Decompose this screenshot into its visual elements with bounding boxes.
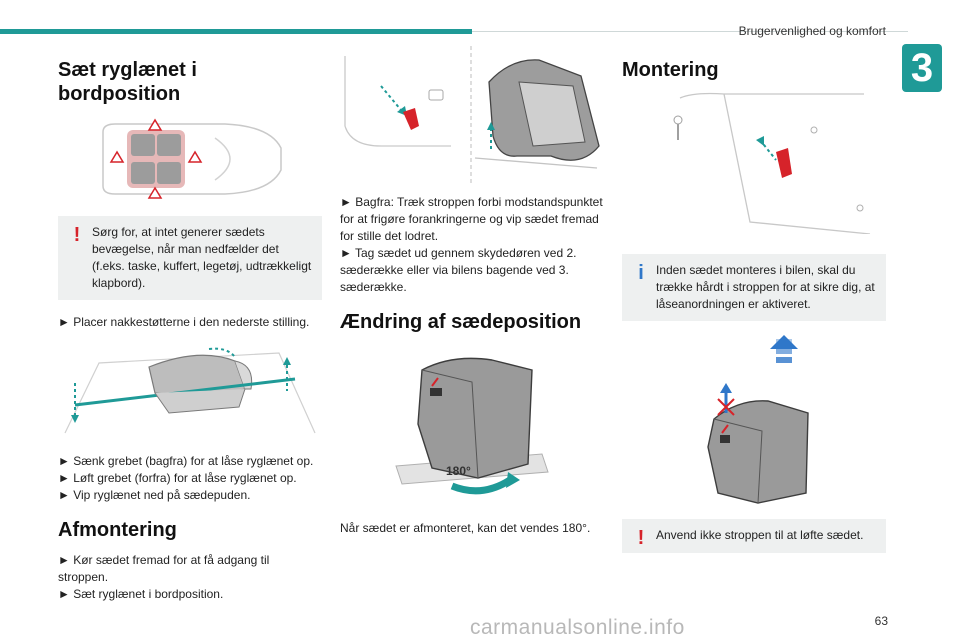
exclamation-icon: ! — [73, 224, 81, 246]
running-header: Brugervenlighed og komfort — [738, 24, 886, 38]
info-icon: i — [638, 262, 644, 284]
section-title-removal: Afmontering — [58, 519, 177, 541]
step-pull-strap: ► Bagfra: Træk stroppen forbi modstandsp… — [340, 195, 603, 243]
step-raise-lever: ► Løft grebet (forfra) for at låse ryglæ… — [58, 471, 297, 485]
mounting-strap-illustration — [673, 92, 871, 234]
column-1: Sæt ryglænet i bordposition ! Sørg for, … — [58, 56, 322, 603]
chapter-tab: 3 — [902, 44, 942, 92]
warning-text: Sørg for, at intet generer sædets bevæge… — [92, 225, 312, 290]
rotation-label: 180° — [446, 464, 471, 478]
step-table-position: ► Sæt ryglænet i bordposition. — [58, 587, 224, 601]
exclamation-icon: ! — [637, 527, 645, 549]
section-title-mounting: Montering — [622, 59, 719, 81]
section-title-change-position: Ændring af sædeposition — [340, 311, 582, 333]
rotate-note: Når sædet er afmonteret, kan det vendes … — [340, 521, 591, 535]
seat-layout-illustration — [102, 118, 282, 199]
info-box-check-lock: i Inden sædet monteres i bilen, skal du … — [622, 254, 886, 321]
rotate-seat-illustration: 180° — [392, 348, 552, 508]
step-tilt-backrest: ► Vip ryglænet ned på sædepuden. — [58, 488, 251, 502]
column-2: ► Bagfra: Træk stroppen forbi modstandsp… — [340, 46, 604, 537]
step-lower-lever: ► Sænk grebet (bagfra) for at låse ryglæ… — [58, 454, 314, 468]
seat-fold-illustration — [64, 347, 316, 434]
header-thin-rule — [472, 31, 908, 32]
watermark: carmanualsonline.info — [470, 616, 685, 639]
warning-box-lift: ! Anvend ikke stroppen til at løfte sæde… — [622, 519, 886, 553]
mounting-seat-illustration — [707, 335, 809, 504]
seat-strap-illustration — [344, 46, 600, 184]
warning-lift-text: Anvend ikke stroppen til at løfte sædet. — [656, 528, 864, 542]
step-remove-seat: ► Tag sædet ud gennem skydedøren ved 2. … — [340, 246, 577, 294]
section-title-table-position: Sæt ryglænet i bordposition — [58, 59, 197, 105]
step-headrests: ► Placer nakkestøtterne i den nederste s… — [58, 315, 310, 329]
header-accent-rule — [0, 29, 472, 34]
info-text: Inden sædet monteres i bilen, skal du tr… — [656, 263, 875, 311]
removal-steps: ► Kør sædet fremad for at få adgang til … — [58, 552, 322, 603]
strap-steps: ► Bagfra: Træk stroppen forbi modstandsp… — [340, 194, 604, 296]
warning-box-obstruction: ! Sørg for, at intet generer sædets bevæ… — [58, 216, 322, 300]
column-3: Montering i Inden sædet monteres i bilen… — [622, 56, 886, 553]
step-move-seat-forward: ► Kør sædet fremad for at få adgang til … — [58, 553, 270, 584]
page-number: 63 — [874, 614, 888, 628]
fold-steps: ► Sænk grebet (bagfra) for at låse ryglæ… — [58, 453, 322, 504]
